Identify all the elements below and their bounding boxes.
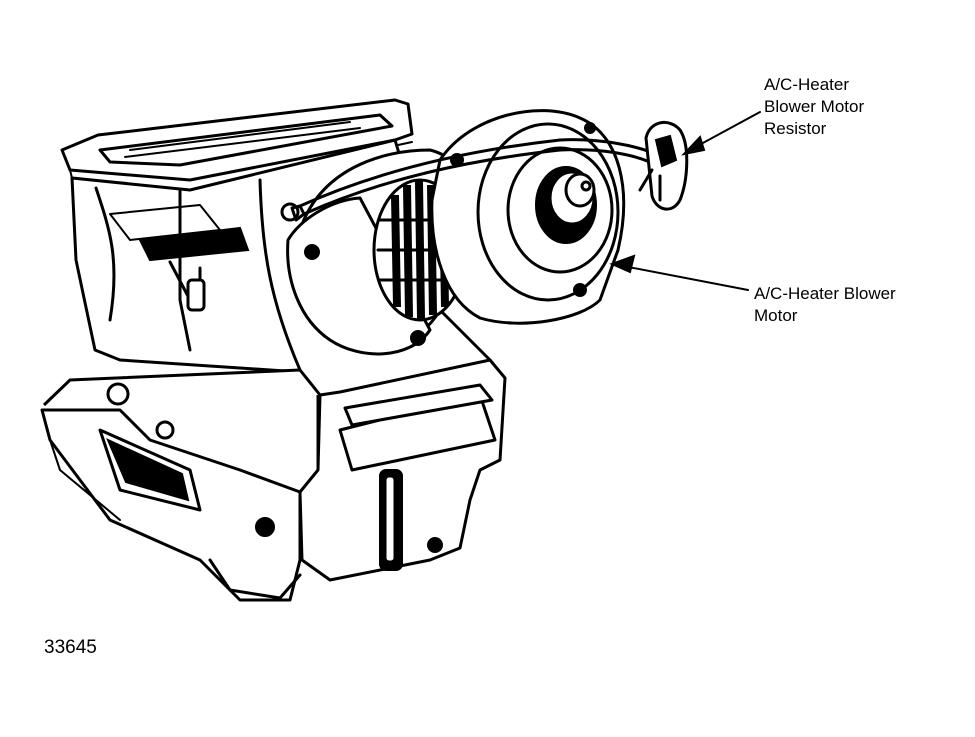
callout-motor-line-1: A/C-Heater Blower: [754, 284, 896, 303]
blower-motor-resistor: [638, 121, 689, 211]
callout-resistor-line-2: Blower Motor: [764, 97, 865, 116]
lower-case: [40, 358, 507, 602]
callout-resistor-line-1: A/C-Heater: [764, 75, 850, 94]
callout-resistor-line-3: Resistor: [764, 119, 827, 138]
leader-arrow-motor: [609, 254, 749, 291]
figure-number: 33645: [44, 637, 97, 658]
callout-motor-label: A/C-Heater Blower Motor: [754, 283, 896, 327]
leader-arrow-resistor: [681, 111, 761, 156]
blower-motor: [430, 109, 626, 325]
callout-resistor-label: A/C-Heater Blower Motor Resistor: [764, 74, 864, 140]
callout-motor-line-2: Motor: [754, 306, 798, 325]
wiring-harness: [290, 138, 662, 222]
